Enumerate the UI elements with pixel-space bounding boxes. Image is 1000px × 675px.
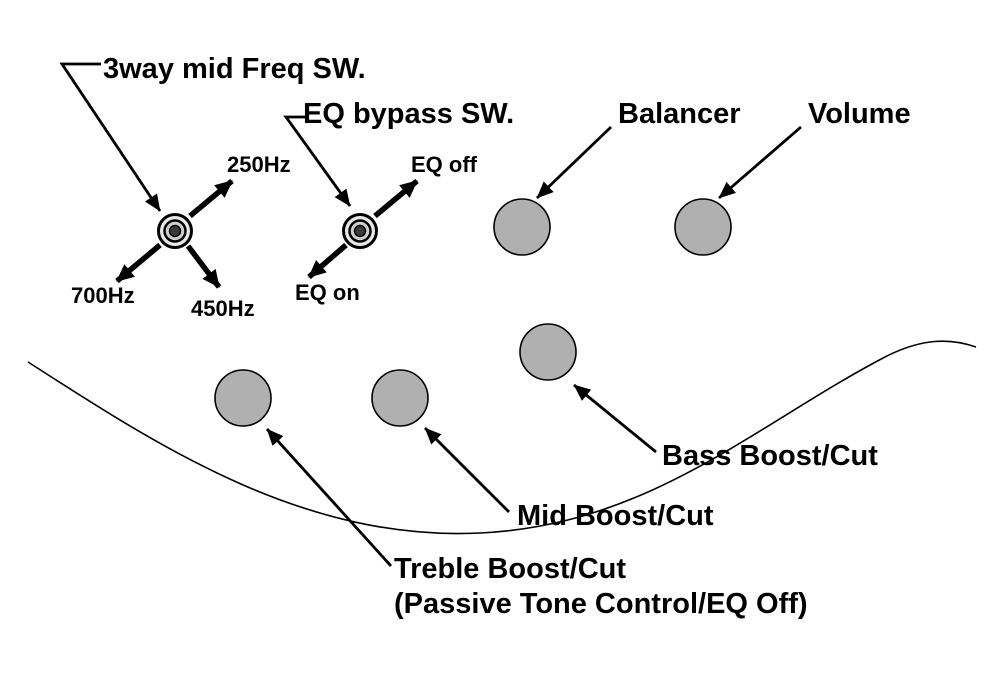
instrument-body-outline xyxy=(27,340,977,535)
label-eq-bypass-sw: EQ bypass SW. xyxy=(303,98,515,130)
mid-knob xyxy=(371,369,429,427)
label-freq-250hz: 250Hz xyxy=(227,152,291,177)
freq-450-arrow xyxy=(185,244,222,289)
label-balancer: Balancer xyxy=(618,98,741,130)
label-bass-boost-cut: Bass Boost/Cut xyxy=(662,440,878,472)
bass-leader-arrow xyxy=(573,383,657,454)
label-freq-450hz: 450Hz xyxy=(191,296,255,321)
eq-bypass-leader-arrow xyxy=(283,115,352,207)
mid-freq-leader-arrow xyxy=(59,62,162,212)
freq-250-arrow xyxy=(188,178,234,219)
treble-knob xyxy=(214,369,272,427)
eq-bypass-switch-tip xyxy=(353,224,367,238)
label-eq-on: EQ on xyxy=(295,280,360,305)
volume-leader-arrow xyxy=(718,125,802,200)
eq-off-arrow xyxy=(373,178,419,219)
label-mid-boost-cut: Mid Boost/Cut xyxy=(517,500,714,532)
mid-freq-switch-tip xyxy=(168,224,182,238)
label-3way-mid-freq-sw: 3way mid Freq SW. xyxy=(103,53,366,85)
mid-leader-arrow xyxy=(424,427,510,513)
label-treble-boost-cut: Treble Boost/Cut xyxy=(394,553,627,585)
label-treble-boost-cut-note: (Passive Tone Control/EQ Off) xyxy=(394,588,808,620)
eq-on-arrow xyxy=(307,242,348,280)
freq-700-arrow xyxy=(115,242,162,284)
bass-knob xyxy=(519,323,577,381)
mid-freq-switch xyxy=(157,213,193,249)
eq-bypass-switch xyxy=(342,213,378,249)
treble-leader-arrow xyxy=(265,428,393,567)
label-volume: Volume xyxy=(808,98,911,130)
balancer-knob xyxy=(493,198,551,256)
balancer-leader-arrow xyxy=(536,125,612,200)
label-freq-700hz: 700Hz xyxy=(71,283,135,308)
volume-knob xyxy=(674,198,732,256)
label-eq-off: EQ off xyxy=(411,152,477,177)
